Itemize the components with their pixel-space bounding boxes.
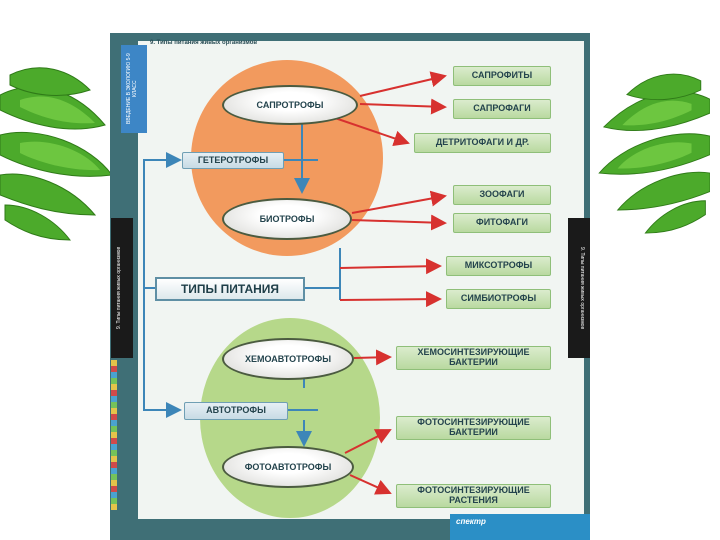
saprotrophs-node: САПРОТРОФЫ xyxy=(222,85,358,125)
detritophages-node: ДЕТРИТОФАГИ И ДР. xyxy=(414,133,551,153)
phytophages-node: ФИТОФАГИ xyxy=(453,213,551,233)
right-tab-label: 9. Типы питания живых организмов xyxy=(579,246,585,330)
left-tab xyxy=(111,218,133,358)
poster-title: 9. Типы питания живых организмов xyxy=(150,40,258,46)
brand-logo: спектр xyxy=(450,514,590,540)
green-leaves-icon xyxy=(0,67,113,241)
chemosynthetic-bacteria-node: ХЕМОСИНТЕЗИРУЮЩИЕ БАКТЕРИИ xyxy=(396,346,551,370)
chemoautotrophs-node: ХЕМОАВТОТРОФЫ xyxy=(222,338,354,380)
zoophages-node: ЗООФАГИ xyxy=(453,185,551,205)
color-scale-strip xyxy=(111,360,117,510)
saprophages-node: САПРОФАГИ xyxy=(453,99,551,119)
heterotrophs-node: ГЕТЕРОТРОФЫ xyxy=(182,152,284,169)
green-leaves-icon xyxy=(598,73,710,234)
photosynthetic-bacteria-node: ФОТОСИНТЕЗИРУЮЩИЕ БАКТЕРИИ xyxy=(396,416,551,440)
mixotrophs-node: МИКСОТРОФЫ xyxy=(446,256,551,276)
nutrition-types-node: ТИПЫ ПИТАНИЯ xyxy=(155,277,305,301)
saprophytes-node: САПРОФИТЫ xyxy=(453,66,551,86)
photoautotrophs-node: ФОТОАВТОТРОФЫ xyxy=(222,446,354,488)
autotrophs-node: АВТОТРОФЫ xyxy=(184,402,288,420)
brand-logo-text: спектр xyxy=(456,517,486,526)
symbiotrophs-node: СИМБИОТРОФЫ xyxy=(446,289,551,309)
right-tab xyxy=(568,218,590,358)
biotrophs-node: БИОТРОФЫ xyxy=(222,198,352,240)
side-strip xyxy=(121,45,147,133)
photosynthetic-plants-node: ФОТОСИНТЕЗИРУЮЩИЕ РАСТЕНИЯ xyxy=(396,484,551,508)
